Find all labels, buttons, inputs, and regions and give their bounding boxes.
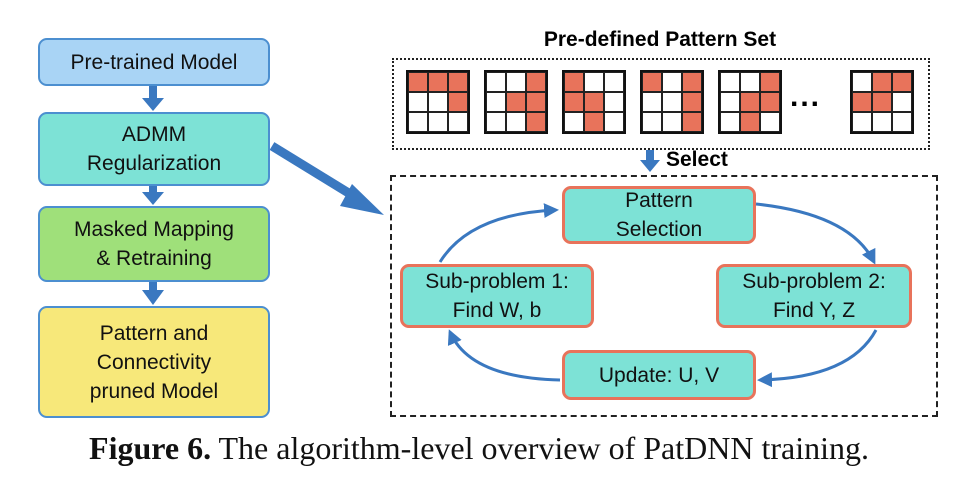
admm-to-loop-arrow bbox=[269, 142, 384, 215]
pattern-cell bbox=[852, 112, 872, 132]
pattern-set-frame bbox=[392, 58, 930, 150]
pattern-cell bbox=[564, 72, 584, 92]
pattern-cell bbox=[448, 72, 468, 92]
pattern-cell bbox=[506, 92, 526, 112]
subproblem-1-box: Sub-problem 1: Find W, b bbox=[400, 264, 594, 328]
pattern-selection-box: Pattern Selection bbox=[562, 186, 756, 244]
pattern-cell bbox=[720, 72, 740, 92]
pattern-cell bbox=[892, 112, 912, 132]
caption-text: The algorithm-level overview of PatDNN t… bbox=[211, 430, 869, 466]
pattern-cell bbox=[852, 92, 872, 112]
pattern-cell bbox=[872, 72, 892, 92]
pattern-cell bbox=[760, 72, 780, 92]
pattern-cell bbox=[740, 112, 760, 132]
pattern-cell bbox=[682, 72, 702, 92]
subproblem-2-box: Sub-problem 2: Find Y, Z bbox=[716, 264, 912, 328]
loop-arrow-top-left bbox=[438, 203, 559, 263]
pattern-cell bbox=[720, 112, 740, 132]
pattern-cell bbox=[584, 112, 604, 132]
pattern-cell bbox=[682, 92, 702, 112]
pattern-cell bbox=[892, 92, 912, 112]
pattern-cell bbox=[526, 112, 546, 132]
pattern-cell bbox=[564, 92, 584, 112]
update-box: Update: U, V bbox=[562, 350, 756, 400]
step-pretrained-model: Pre-trained Model bbox=[38, 38, 270, 86]
pattern-cell bbox=[448, 112, 468, 132]
pattern-cell bbox=[740, 72, 760, 92]
pattern-cell bbox=[642, 112, 662, 132]
pattern-cell bbox=[662, 112, 682, 132]
pattern-cell bbox=[428, 112, 448, 132]
ellipsis: ... bbox=[790, 80, 822, 113]
pattern-cell bbox=[408, 72, 428, 92]
pattern-cell bbox=[584, 92, 604, 112]
pattern-cell bbox=[604, 72, 624, 92]
step-masked-mapping-retraining: Masked Mapping & Retraining bbox=[38, 206, 270, 282]
pattern-cell bbox=[662, 92, 682, 112]
loop-arrow-top-right bbox=[755, 202, 876, 265]
pattern-cell bbox=[486, 112, 506, 132]
pattern-cell bbox=[506, 112, 526, 132]
pattern-cell bbox=[642, 92, 662, 112]
pattern-cell bbox=[872, 112, 892, 132]
pattern-kernel bbox=[484, 70, 548, 134]
pattern-cell bbox=[760, 92, 780, 112]
pattern-cell bbox=[448, 92, 468, 112]
pattern-cell bbox=[408, 92, 428, 112]
pattern-cell bbox=[564, 112, 584, 132]
pattern-kernel bbox=[562, 70, 626, 134]
pattern-kernel bbox=[406, 70, 470, 134]
pattern-cell bbox=[486, 92, 506, 112]
optimization-loop-frame bbox=[390, 175, 938, 417]
pattern-cell bbox=[720, 92, 740, 112]
pattern-kernel bbox=[640, 70, 704, 134]
select-arrow bbox=[640, 150, 660, 172]
pattern-cell bbox=[408, 112, 428, 132]
pattern-set-title: Pre-defined Pattern Set bbox=[543, 28, 777, 51]
pattern-cell bbox=[604, 92, 624, 112]
pattern-cell bbox=[428, 72, 448, 92]
pattern-cell bbox=[682, 112, 702, 132]
pattern-kernel bbox=[850, 70, 914, 134]
pattern-cell bbox=[872, 92, 892, 112]
pattern-cell bbox=[584, 72, 604, 92]
pipeline-arrow bbox=[142, 86, 164, 111]
pattern-kernel bbox=[718, 70, 782, 134]
pattern-cell bbox=[642, 72, 662, 92]
pattern-cell bbox=[506, 72, 526, 92]
loop-arrow-bottom-left bbox=[447, 329, 561, 382]
pattern-cell bbox=[526, 72, 546, 92]
pattern-cell bbox=[662, 72, 682, 92]
caption-label: Figure 6. bbox=[89, 430, 212, 466]
pattern-cell bbox=[428, 92, 448, 112]
loop-arrow-bottom-right bbox=[757, 329, 878, 388]
pipeline-arrow bbox=[142, 282, 164, 305]
pattern-cell bbox=[892, 72, 912, 92]
pattern-cell bbox=[486, 72, 506, 92]
figure-caption: Figure 6. The algorithm-level overview o… bbox=[0, 430, 958, 467]
select-label: Select bbox=[666, 148, 728, 171]
step-pruned-model: Pattern and Connectivity pruned Model bbox=[38, 306, 270, 418]
pattern-cell bbox=[526, 92, 546, 112]
pattern-cell bbox=[740, 92, 760, 112]
pattern-cell bbox=[852, 72, 872, 92]
pattern-cell bbox=[760, 112, 780, 132]
pattern-cell bbox=[604, 112, 624, 132]
step-admm-regularization: ADMM Regularization bbox=[38, 112, 270, 186]
pipeline-arrow bbox=[142, 186, 164, 205]
